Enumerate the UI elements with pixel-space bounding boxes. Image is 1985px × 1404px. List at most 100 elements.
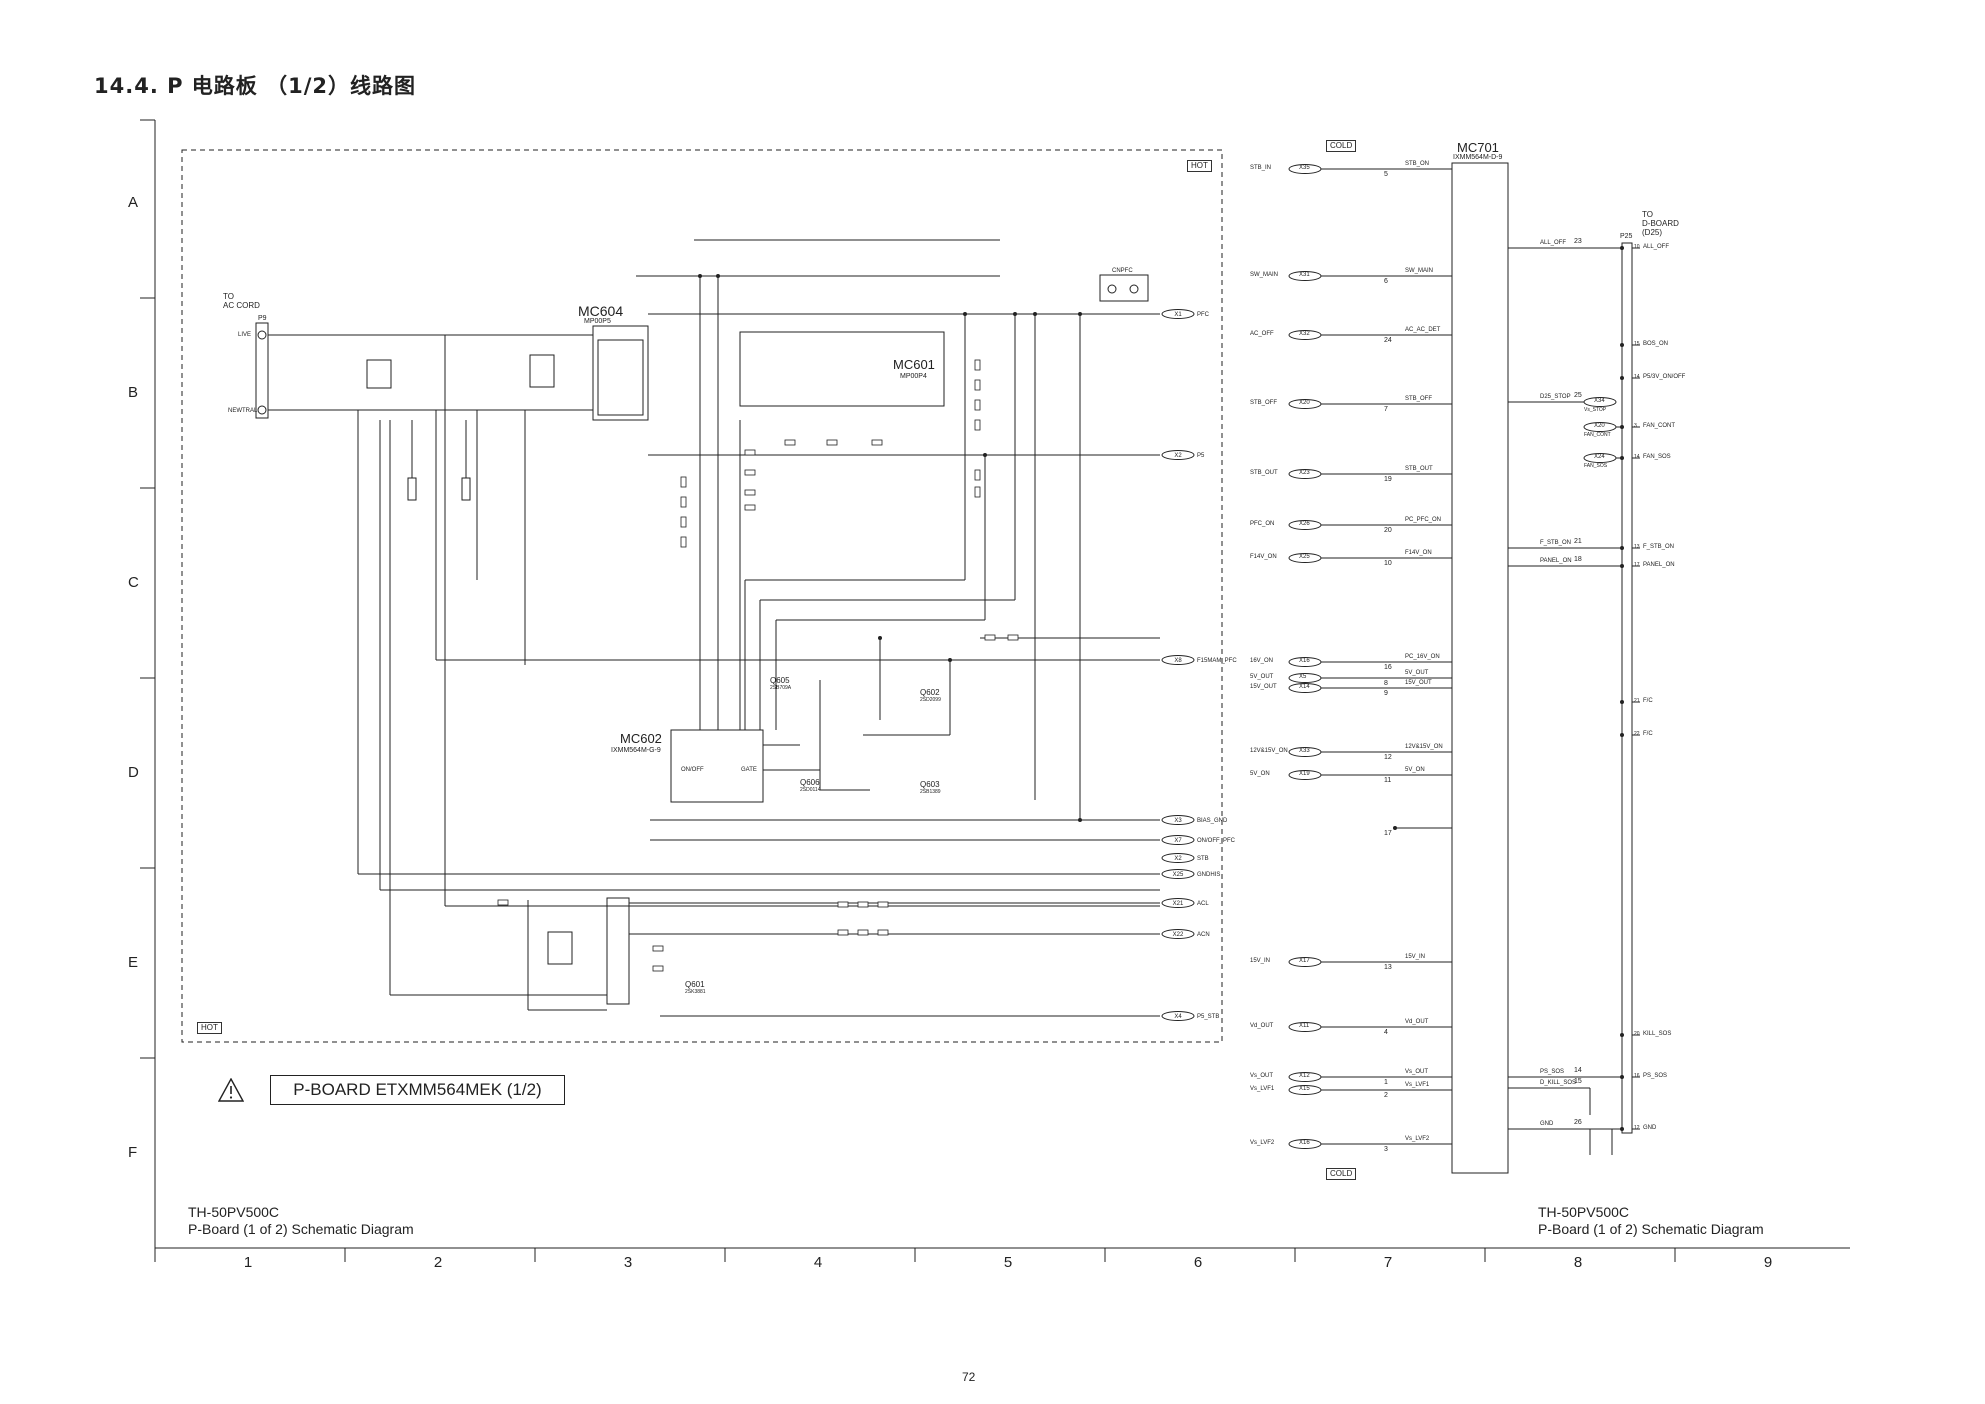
svg-text:ACN: ACN bbox=[1197, 932, 1210, 938]
dboard-net: ALL_OFF bbox=[1643, 244, 1670, 250]
svg-text:X1: X1 bbox=[1174, 312, 1182, 318]
dboard-net: F/C bbox=[1643, 731, 1653, 737]
mc701-input-signal: Vs_OUT bbox=[1405, 1069, 1429, 1075]
mc701-input-net: 5V_ON bbox=[1250, 771, 1270, 777]
mc701-input-terminal: X11 bbox=[1299, 1023, 1310, 1029]
p25-pin: 17 bbox=[1634, 562, 1640, 568]
side-tag-label: FAN_SOS bbox=[1584, 463, 1608, 469]
p25-pin: 16 bbox=[1634, 1073, 1640, 1079]
svg-text:PFC: PFC bbox=[1197, 312, 1210, 318]
mc701-input-pin: 8 bbox=[1384, 680, 1388, 687]
dboard-net: BOS_ON bbox=[1643, 341, 1669, 347]
mc701-output-signal: GND bbox=[1540, 1121, 1554, 1127]
dboard-conn-ref: (D25) bbox=[1642, 228, 1663, 237]
p25-pin: 14 bbox=[1634, 374, 1640, 380]
dboard-net: PANEL_ON bbox=[1643, 562, 1675, 568]
board-label-box: P-BOARD ETXMM564MEK (1/2) bbox=[270, 1075, 565, 1105]
page-title: 14.4. P 电路板 （1/2）线路图 bbox=[94, 74, 417, 98]
caption-left-model: TH-50PV500C bbox=[188, 1204, 280, 1220]
p25-pin: 3 bbox=[1634, 423, 1637, 429]
mc701-input-net: AC_OFF bbox=[1250, 331, 1274, 337]
mc604-label: MC604 bbox=[578, 303, 624, 319]
col-label-5: 5 bbox=[1003, 1254, 1013, 1271]
p25-pin: 12 bbox=[1634, 1125, 1640, 1131]
col-label-2: 2 bbox=[433, 1254, 443, 1271]
neutral-label: NEWTRAL bbox=[228, 408, 258, 414]
mc701-input-signal: PC_PFC_ON bbox=[1405, 517, 1442, 523]
mc701-input-pin: 9 bbox=[1384, 690, 1388, 697]
mc701-input-signal: STB_OUT bbox=[1405, 466, 1433, 472]
mc701-output-pin: 26 bbox=[1574, 1119, 1582, 1126]
mc701-input-net: 12V&15V_ON bbox=[1250, 748, 1288, 754]
row-label-e: E bbox=[128, 954, 139, 971]
svg-text:GNDHIS: GNDHIS bbox=[1197, 872, 1220, 878]
mc701-input-pin: 7 bbox=[1384, 406, 1388, 413]
svg-text:X2: X2 bbox=[1174, 453, 1182, 459]
mc701-input-net: STB_IN bbox=[1250, 165, 1272, 171]
svg-text:X4: X4 bbox=[1174, 1014, 1182, 1020]
row-label-c: C bbox=[128, 574, 139, 591]
mc701-input-terminal: X26 bbox=[1299, 521, 1310, 527]
svg-text:BIAS_GND: BIAS_GND bbox=[1197, 818, 1228, 824]
mc701-input-pin: 20 bbox=[1384, 527, 1392, 534]
mc701-output-pin: 21 bbox=[1574, 538, 1582, 545]
svg-text:X3: X3 bbox=[1174, 818, 1182, 824]
p25-pin: 14 bbox=[1634, 454, 1640, 460]
mc701-label: MC701 bbox=[1457, 140, 1499, 155]
ac-cord-to: TO bbox=[223, 292, 234, 301]
mc701-input-signal: PC_16V_ON bbox=[1405, 654, 1440, 660]
dboard-net: KILL_SOS bbox=[1643, 1031, 1672, 1037]
svg-text:ON/OFF_PFC: ON/OFF_PFC bbox=[1197, 838, 1236, 844]
mc701-input-net: STB_OFF bbox=[1250, 400, 1278, 406]
mc701-input-pin: 11 bbox=[1384, 777, 1392, 784]
transistor-part: 2SK3881 bbox=[685, 989, 706, 995]
svg-text:P5_STB: P5_STB bbox=[1197, 1014, 1219, 1020]
mc701-input-net: STB_OUT bbox=[1250, 470, 1278, 476]
mc701-input-terminal: X17 bbox=[1299, 958, 1310, 964]
svg-text:STB: STB bbox=[1197, 856, 1209, 862]
svg-text:X21: X21 bbox=[1173, 901, 1184, 907]
mc701-input-terminal: X5 bbox=[1299, 674, 1307, 680]
cnpfc-label: CNPFC bbox=[1112, 268, 1133, 274]
mc701-input-pin: 3 bbox=[1384, 1146, 1388, 1153]
p25-label: P25 bbox=[1620, 233, 1633, 240]
mc701-input-net: SW_MAIN bbox=[1250, 272, 1279, 278]
mc602-pin-onoff: ON/OFF bbox=[681, 767, 704, 773]
row-label-a: A bbox=[128, 194, 139, 211]
mc701-input-terminal: X32 bbox=[1299, 331, 1310, 337]
p25-pin: 10 bbox=[1634, 244, 1640, 250]
mc701-input-signal: 12V&15V_ON bbox=[1405, 744, 1443, 750]
mc701-input-net: PFC_ON bbox=[1250, 521, 1275, 527]
dboard-net: FAN_CONT bbox=[1643, 423, 1676, 429]
mc701-input-net: 5V_OUT bbox=[1250, 674, 1274, 680]
mc701-output-pin: 23 bbox=[1574, 238, 1582, 245]
dboard-net: F_STB_ON bbox=[1643, 544, 1675, 550]
transistor-ref: Q601 bbox=[685, 980, 705, 989]
mc701-input-terminal: X23 bbox=[1299, 470, 1310, 476]
mc701-input-terminal: X12 bbox=[1299, 1073, 1310, 1079]
mc701-input-signal: 5V_OUT bbox=[1405, 670, 1429, 676]
col-label-6: 6 bbox=[1193, 1254, 1203, 1271]
p25-pin: 13 bbox=[1634, 544, 1640, 550]
col-label-7: 7 bbox=[1383, 1254, 1393, 1271]
col-label-9: 9 bbox=[1763, 1254, 1773, 1271]
side-tag-label: Vs_STOP bbox=[1584, 407, 1607, 413]
svg-text:X22: X22 bbox=[1173, 932, 1184, 938]
svg-text:P5: P5 bbox=[1197, 453, 1205, 459]
mc701-input-pin: 10 bbox=[1384, 560, 1392, 567]
mc701-input-terminal: X20 bbox=[1299, 400, 1310, 406]
mc701-input-terminal: X15 bbox=[1299, 1086, 1310, 1092]
hot-tag-bottom: HOT bbox=[197, 1022, 222, 1034]
mc701-input-terminal: X31 bbox=[1299, 272, 1310, 278]
mc701-input-pin: 17 bbox=[1384, 830, 1392, 837]
mc701-input-signal: STB_OFF bbox=[1405, 396, 1433, 402]
transistor-ref: Q603 bbox=[920, 780, 940, 789]
caption-right-model: TH-50PV500C bbox=[1538, 1204, 1630, 1220]
mc701-output-signal: F_STB_ON bbox=[1540, 540, 1572, 546]
dboard-net: FAN_SOS bbox=[1643, 454, 1671, 460]
svg-text:X2: X2 bbox=[1174, 856, 1182, 862]
mc701-input-net: Vd_OUT bbox=[1250, 1023, 1274, 1029]
ac-cord-conn: P9 bbox=[258, 315, 267, 322]
side-tag-terminal: X20 bbox=[1594, 423, 1605, 429]
